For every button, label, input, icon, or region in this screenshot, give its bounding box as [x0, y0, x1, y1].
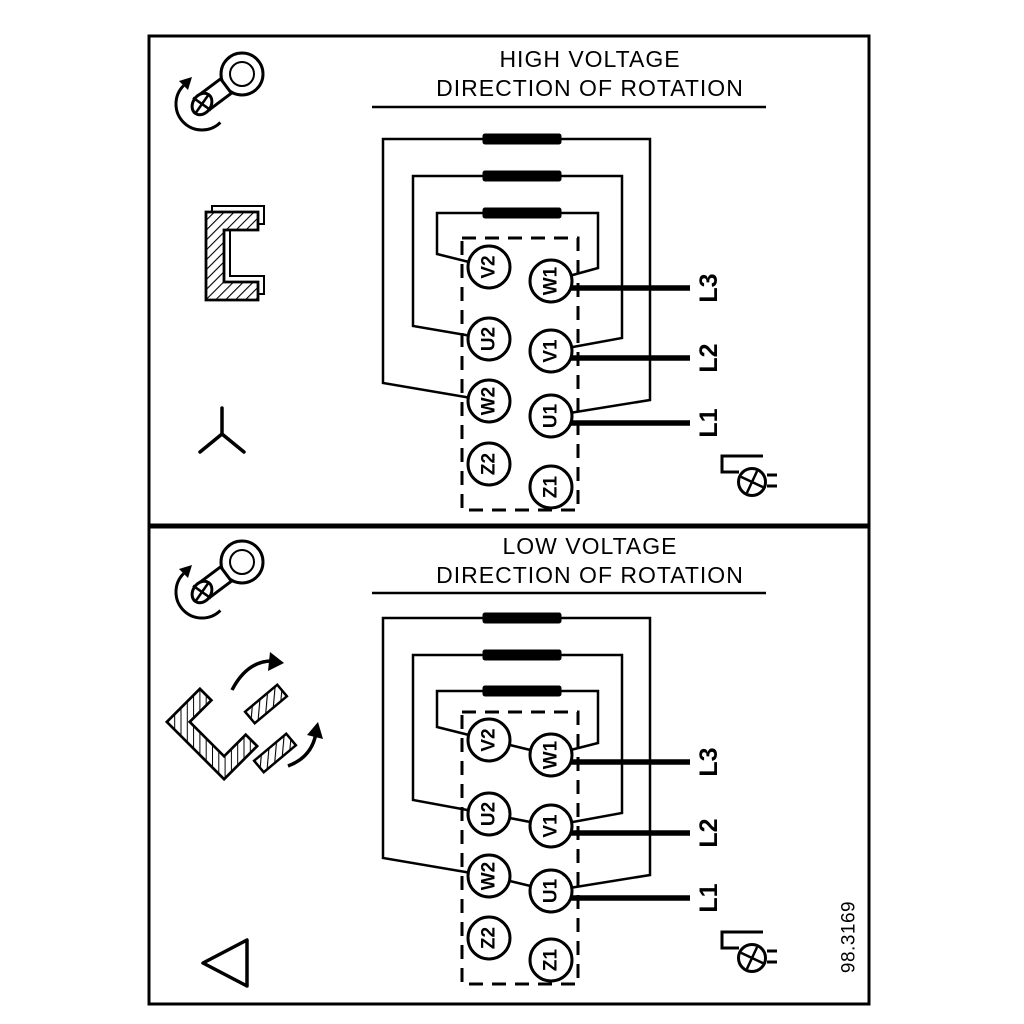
terminal-U1	[528, 868, 574, 914]
link-bar-1	[482, 133, 562, 145]
star-symbol-icon	[198, 406, 246, 454]
link-reposition-icon	[164, 652, 323, 782]
terminal-W2-label: W2	[479, 862, 500, 891]
terminal-W2	[466, 853, 512, 899]
wire-bar2-to-U2	[411, 174, 490, 341]
terminal-V1	[528, 803, 574, 849]
terminal-V1-label: V1	[541, 814, 562, 838]
wire-bar2-to-U2	[411, 653, 490, 816]
terminal-U1-label: U1	[541, 878, 562, 903]
terminal-Z2-label: Z2	[479, 453, 500, 475]
wire-bar3-to-W1	[550, 211, 600, 283]
terminal-U2-label: U2	[479, 327, 500, 351]
supply-label-L1: L1	[695, 408, 723, 437]
terminal-W1-label: W1	[541, 740, 562, 769]
supply-label-L2: L2	[695, 343, 723, 372]
wire-bar3-to-W1	[550, 689, 600, 757]
terminal-W1	[528, 732, 574, 778]
wire-bar2-to-V1	[550, 653, 624, 828]
rotation-arrow-2-head	[307, 722, 323, 739]
supply-lines	[551, 759, 690, 901]
link-bracket	[164, 686, 260, 782]
terminal-Z1-label: Z1	[541, 475, 562, 498]
terminal-U2-label: U2	[479, 802, 500, 826]
wire-bar1-to-W2	[381, 616, 490, 878]
terminal-Z1-label: Z1	[541, 948, 562, 971]
terminal-V2	[466, 244, 512, 290]
wire-bar1-to-W2	[381, 137, 490, 403]
link-bar-2	[482, 649, 562, 661]
panel-high-voltage: HIGH VOLTAGE DIRECTION OF ROTATION	[147, 34, 871, 527]
link-wires	[381, 137, 652, 418]
supply-label-L3: L3	[695, 747, 723, 776]
panel-title: LOW VOLTAGE	[502, 533, 677, 559]
small-link-1	[243, 682, 289, 726]
panel-subtitle: DIRECTION OF ROTATION	[436, 562, 744, 588]
panel-subtitle: DIRECTION OF ROTATION	[436, 75, 744, 101]
terminals: V2 U2 W2 Z2 W1 V1 U1 Z1	[466, 717, 574, 983]
link-bar-1	[482, 612, 562, 624]
terminal-Z2-label: Z2	[479, 927, 500, 949]
terminal-Z2	[466, 915, 512, 961]
supply-lines	[551, 285, 690, 426]
terminal-V1-label: V1	[541, 339, 562, 363]
terminal-W2	[466, 378, 512, 424]
wire-bar1-to-U1	[550, 616, 652, 893]
panel-frame	[147, 34, 871, 527]
terminal-U2	[466, 791, 512, 837]
terminal-V2-label: V2	[479, 255, 500, 278]
small-link-2	[252, 731, 298, 775]
terminal-V2	[466, 717, 512, 763]
terminal-Z2	[466, 441, 512, 487]
supply-label-L3: L3	[695, 273, 723, 302]
supply-label-L2: L2	[695, 818, 723, 847]
wire-bar2-to-V1	[550, 174, 624, 353]
terminals: V2 U2 W2 Z2 W1 V1 U1 Z1	[466, 244, 574, 510]
delta-symbol-icon	[201, 938, 249, 988]
terminal-W1	[528, 258, 574, 304]
terminal-V1	[528, 328, 574, 374]
terminal-Z1	[528, 464, 574, 510]
panel-low-voltage: LOW VOLTAGE DIRECTION OF ROTATION	[147, 525, 871, 1006]
terminal-block	[460, 236, 580, 512]
terminal-W2-label: W2	[479, 387, 500, 416]
terminal-link-icon	[204, 205, 265, 302]
link-bars	[482, 133, 562, 219]
panel-title: HIGH VOLTAGE	[499, 46, 680, 72]
rotation-arrow-1	[230, 659, 273, 691]
terminal-U2	[466, 316, 512, 362]
terminal-V2-label: V2	[479, 728, 500, 751]
figure-number: 98.3169	[839, 901, 860, 973]
link-bar-3	[482, 207, 562, 219]
terminal-U1-label: U1	[541, 403, 562, 428]
link-bar-2	[482, 170, 562, 182]
link-bars	[482, 612, 562, 697]
wire-bar3-to-V2	[435, 211, 490, 269]
wire-bar3-to-V2	[435, 689, 490, 742]
terminal-Z1	[528, 937, 574, 983]
terminal-W1-label: W1	[541, 266, 562, 295]
supply-label-L1: L1	[695, 883, 723, 912]
rotation-arrow-1-head	[268, 652, 284, 671]
terminal-block	[460, 710, 580, 986]
terminal-U1	[528, 393, 574, 439]
link-bar-3	[482, 685, 562, 697]
terminal-link-icon-front	[204, 210, 260, 302]
wire-bar1-to-U1	[550, 137, 652, 418]
